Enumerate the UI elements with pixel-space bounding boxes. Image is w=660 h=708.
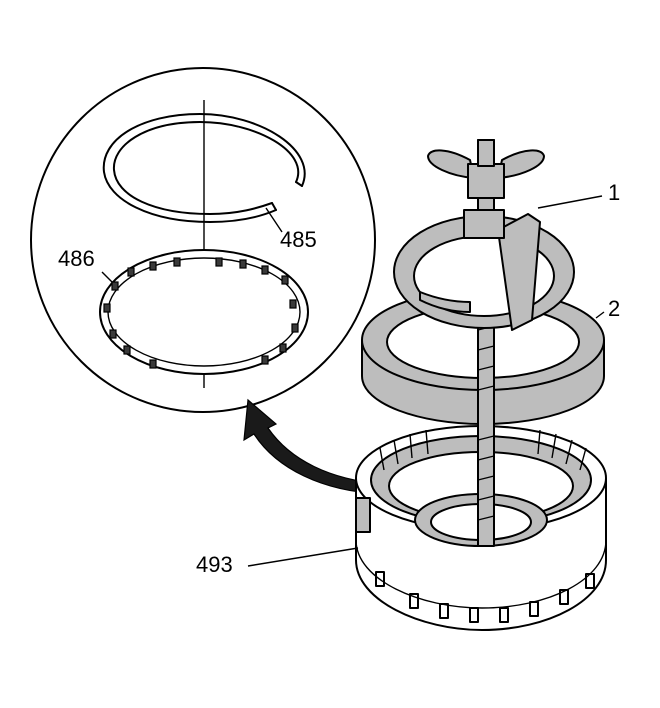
toothed-ring-486 xyxy=(99,249,309,375)
callout-2: 2 xyxy=(608,296,620,321)
leader-lines xyxy=(101,195,605,567)
compressor-bridge xyxy=(393,209,575,331)
callout-486: 486 xyxy=(58,246,95,271)
callout-1: 1 xyxy=(608,180,620,205)
snap-ring-485 xyxy=(102,113,306,223)
callout-485: 485 xyxy=(280,227,317,252)
threaded-rod xyxy=(477,139,495,547)
callout-493: 493 xyxy=(196,552,233,577)
wing-nut xyxy=(427,139,545,199)
